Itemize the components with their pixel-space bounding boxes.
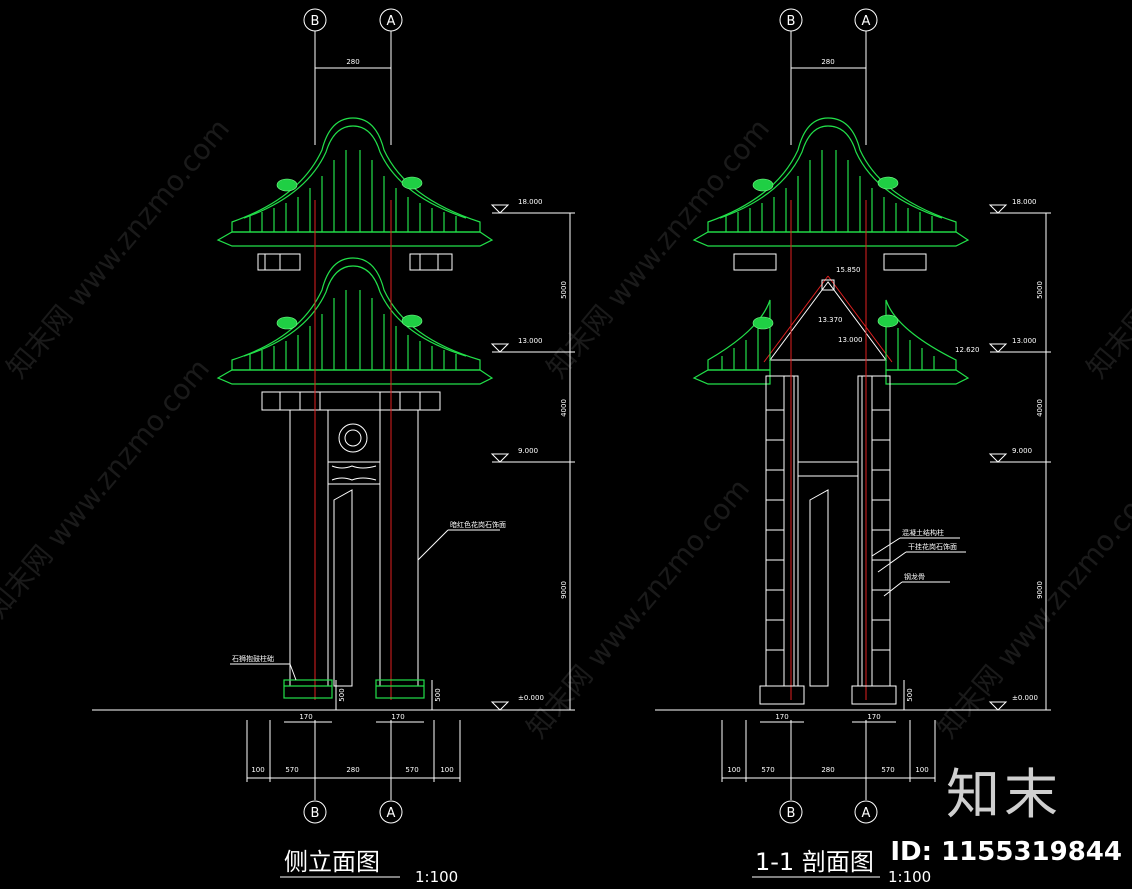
bottom-dim: 570 (881, 766, 894, 774)
image-id-label: ID: 1155319844 (890, 837, 1122, 867)
elevation-label: 18.000 (518, 198, 543, 206)
base-dim: 170 (775, 713, 788, 721)
bottom-dim: 570 (405, 766, 418, 774)
right-pillar-base (375, 679, 425, 699)
ridge-block (821, 279, 835, 291)
roof-tiles-upper (249, 150, 457, 232)
watermark-text: 知末网 www.znzmo.com (930, 472, 1132, 744)
bottom-dimensions (246, 720, 461, 800)
elevation-markers: 18.000 13.000 9.000 ±0.000 (490, 198, 575, 711)
height-dim: 5000 (1036, 281, 1044, 299)
view-scale: 1:100 (415, 868, 458, 886)
height-dim: 4000 (560, 399, 568, 417)
small-dim: 500 (338, 688, 346, 701)
inner-level: 15.850 (836, 266, 861, 274)
base-dim: 170 (391, 713, 404, 721)
section-view: B A 280 15.850 13.370 13.000 12.620 (655, 8, 1051, 886)
axis-bubble-b-bottom (779, 800, 803, 824)
inner-level: 13.370 (818, 316, 843, 324)
height-dim: 4000 (1036, 399, 1044, 417)
tie-beam (797, 461, 859, 477)
small-dim: 500 (434, 688, 442, 701)
axis-label: B (787, 14, 796, 29)
small-dim: 500 (906, 688, 914, 701)
height-dim: 5000 (560, 281, 568, 299)
view-scale: 1:100 (888, 868, 931, 886)
view-title: 1-1 剖面图 (755, 848, 874, 876)
watermark-text: 知末网 www.znzmo.com (1080, 112, 1132, 384)
bottom-dimensions (721, 720, 936, 800)
axis-bubble-a-bottom (379, 800, 403, 824)
axis-bubble-a-bottom (854, 800, 878, 824)
note-label: 石狮抱鼓柱础 (232, 654, 274, 663)
roof-tiles-lower (249, 290, 457, 370)
steel-keel-lines (766, 409, 890, 651)
base-dim: 170 (867, 713, 880, 721)
bottom-dim: 100 (915, 766, 928, 774)
right-section-pillar (857, 375, 891, 687)
axis-label: A (387, 806, 396, 821)
section-bases (759, 685, 897, 705)
note-label: 暗红色花岗石饰面 (450, 520, 506, 529)
lower-roof (231, 257, 481, 371)
view-title: 侧立面图 (284, 848, 380, 876)
axis-label: B (311, 806, 320, 821)
watermark-text: 知末网 www.znzmo.com (520, 472, 756, 744)
left-concrete-core (783, 375, 795, 687)
inner-level: 13.000 (838, 336, 863, 344)
watermark-text: 知末网 www.znzmo.com (0, 112, 236, 384)
top-dimension: 280 (821, 58, 834, 66)
section-notes: 混凝土结构柱 干挂花岗石饰面 钢龙骨 (871, 528, 966, 597)
watermark-text: 知末网 www.znzmo.com (0, 352, 216, 624)
axis-label: A (387, 14, 396, 29)
right-pillar (379, 409, 419, 687)
elevation-label: 13.000 (1012, 337, 1037, 345)
elevation-label: ±0.000 (1012, 694, 1038, 702)
lower-bracket-set (261, 391, 441, 411)
right-concrete-core (861, 375, 873, 687)
axis-label: A (862, 14, 871, 29)
left-pillar (289, 409, 329, 687)
lower-roof (707, 299, 957, 371)
bottom-dim: 280 (821, 766, 834, 774)
note-label: 钢龙骨 (904, 572, 925, 581)
upper-roof (231, 117, 481, 233)
bottom-dim: 100 (251, 766, 264, 774)
axis-label: B (311, 14, 320, 29)
note-label: 混凝土结构柱 (902, 528, 944, 537)
inner-level: 12.620 (955, 346, 980, 354)
axis-label: A (862, 806, 871, 821)
bottom-dim: 100 (440, 766, 453, 774)
side-elevation-view: B A 280 (92, 8, 575, 886)
axis-bubble-b-bottom (303, 800, 327, 824)
height-dimensions: 5000 4000 9000 500 (903, 212, 1051, 711)
elevation-label: 18.000 (1012, 198, 1037, 206)
left-pillar-base (283, 679, 333, 699)
bottom-dim: 100 (727, 766, 740, 774)
elevation-label: ±0.000 (518, 694, 544, 702)
bottom-dim: 570 (285, 766, 298, 774)
elevation-label: 9.000 (1012, 447, 1032, 455)
watermark-text: 知末网 www.znzmo.com (540, 112, 776, 384)
elevation-label: 13.000 (518, 337, 543, 345)
height-dimensions: 5000 4000 9000 500 500 (335, 212, 575, 711)
axis-label: B (787, 806, 796, 821)
height-dim: 9000 (1036, 581, 1044, 599)
bottom-dim: 280 (346, 766, 359, 774)
section-gable (769, 281, 887, 361)
carved-panel (327, 461, 381, 485)
bottom-dim: 570 (761, 766, 774, 774)
note-label: 干挂花岗石饰面 (908, 542, 957, 551)
carved-medallion (338, 423, 368, 453)
top-dimension: 280 (346, 58, 359, 66)
brand-logo: 知末 (946, 763, 1062, 826)
base-dim: 170 (299, 713, 312, 721)
watermarks: 知末网 www.znzmo.com 知末网 www.znzmo.com 知末网 … (0, 112, 1132, 744)
elevation-markers: 18.000 13.000 9.000 ±0.000 (988, 198, 1050, 711)
height-dim: 9000 (560, 581, 568, 599)
left-section-pillar (765, 375, 799, 687)
elevation-label: 9.000 (518, 447, 538, 455)
